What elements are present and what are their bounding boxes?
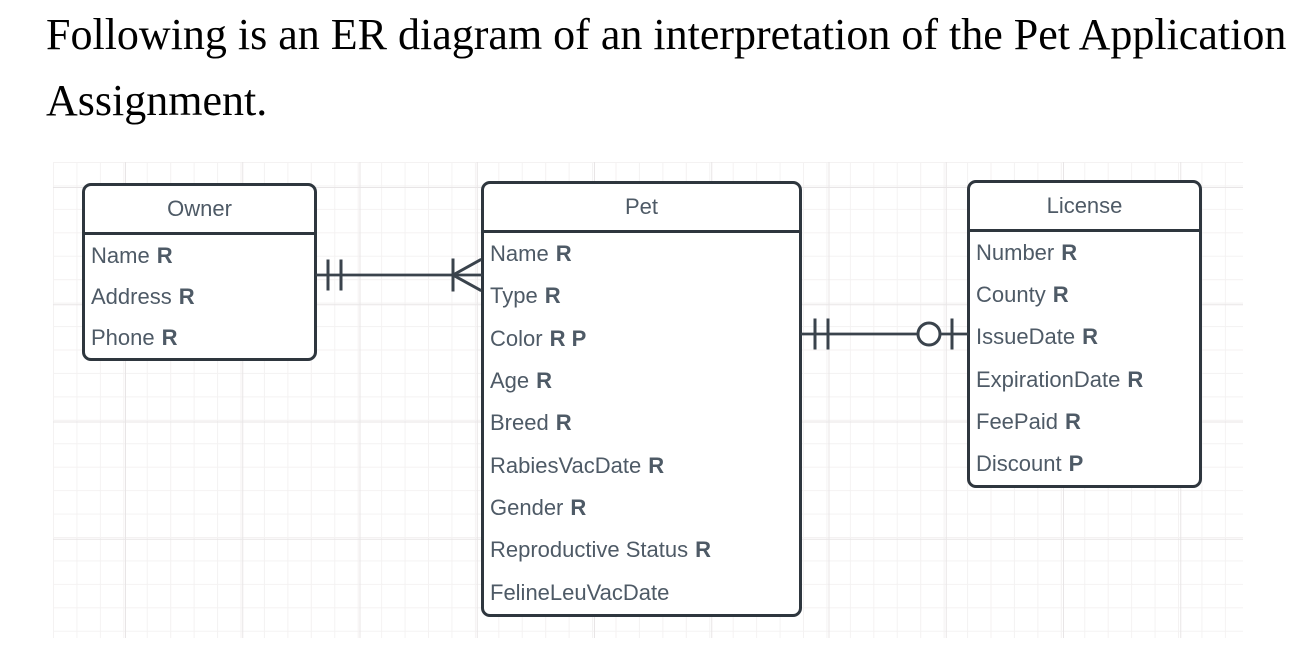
attribute-row: Color R P <box>484 318 799 360</box>
attribute-name: Breed <box>490 410 549 436</box>
attribute-flag: R <box>695 537 711 563</box>
attribute-flag: R <box>648 452 665 478</box>
page-title: Following is an ER diagram of an interpr… <box>46 2 1286 134</box>
attribute-flag: R <box>161 324 178 350</box>
attribute-row: FeePaid R <box>970 401 1199 443</box>
attribute-flag: R <box>555 241 572 267</box>
attribute-row: Discount P <box>970 443 1199 485</box>
attribute-flag: R <box>156 242 173 268</box>
attribute-row: Breed R <box>484 402 799 444</box>
entity-title: Owner <box>85 186 314 235</box>
entity-owner[interactable]: Owner Name R Address R Phone R <box>82 183 317 361</box>
attribute-row: Gender R <box>484 487 799 529</box>
attribute-flag: R <box>570 495 587 521</box>
attribute-list: Name R Type R Color R P Age R Breed R Ra… <box>484 233 799 614</box>
attribute-name: Name <box>490 241 549 267</box>
entity-title: License <box>970 183 1199 232</box>
attribute-name: RabiesVacDate <box>490 452 642 478</box>
attribute-row: Reproductive Status R <box>484 529 799 571</box>
attribute-flag: R <box>1064 408 1081 434</box>
attribute-row: ExpirationDate R <box>970 359 1199 401</box>
attribute-row: FelineLeuVacDate <box>484 572 799 614</box>
attribute-row: Phone R <box>85 317 314 358</box>
entity-title: Pet <box>484 184 799 233</box>
attribute-flag: R P <box>549 325 587 351</box>
attribute-name: Gender <box>490 495 564 521</box>
page-title-line1: Following is an ER diagram of an interpr… <box>46 10 1287 59</box>
attribute-name: Age <box>490 368 530 394</box>
page-title-line2: Assignment. <box>46 76 268 125</box>
entity-license[interactable]: License Number R County R IssueDate R Ex… <box>967 180 1202 488</box>
attribute-flag: P <box>1068 450 1084 476</box>
attribute-name: County <box>976 282 1046 308</box>
entity-pet[interactable]: Pet Name R Type R Color R P Age R Breed … <box>481 181 802 617</box>
attribute-name: Address <box>91 283 172 309</box>
attribute-list: Name R Address R Phone R <box>85 235 314 358</box>
attribute-name: Number <box>976 240 1055 266</box>
attribute-name: ExpirationDate <box>976 366 1121 392</box>
attribute-row: Type R <box>484 275 799 317</box>
attribute-name: Type <box>490 283 538 309</box>
attribute-row: Number R <box>970 232 1199 274</box>
attribute-flag: R <box>536 368 553 394</box>
attribute-flag: R <box>1052 282 1069 308</box>
attribute-name: Name <box>91 242 150 268</box>
attribute-flag: R <box>1061 240 1078 266</box>
attribute-flag: R <box>178 283 195 309</box>
attribute-list: Number R County R IssueDate R Expiration… <box>970 232 1199 485</box>
attribute-name: FeePaid <box>976 408 1058 434</box>
attribute-name: FelineLeuVacDate <box>490 579 670 605</box>
attribute-row: Name R <box>484 233 799 275</box>
attribute-row: Name R <box>85 235 314 276</box>
attribute-flag: R <box>1127 366 1144 392</box>
attribute-row: Address R <box>85 276 314 317</box>
attribute-name: IssueDate <box>976 324 1076 350</box>
attribute-flag: R <box>544 283 561 309</box>
attribute-flag: R <box>555 410 572 436</box>
attribute-row: RabiesVacDate R <box>484 445 799 487</box>
attribute-name: Reproductive Status <box>490 537 689 563</box>
attribute-row: County R <box>970 274 1199 316</box>
attribute-row: IssueDate R <box>970 316 1199 358</box>
attribute-row: Age R <box>484 360 799 402</box>
attribute-name: Color <box>490 325 543 351</box>
attribute-name: Discount <box>976 450 1062 476</box>
attribute-name: Phone <box>91 324 155 350</box>
attribute-flag: R <box>1082 324 1098 350</box>
